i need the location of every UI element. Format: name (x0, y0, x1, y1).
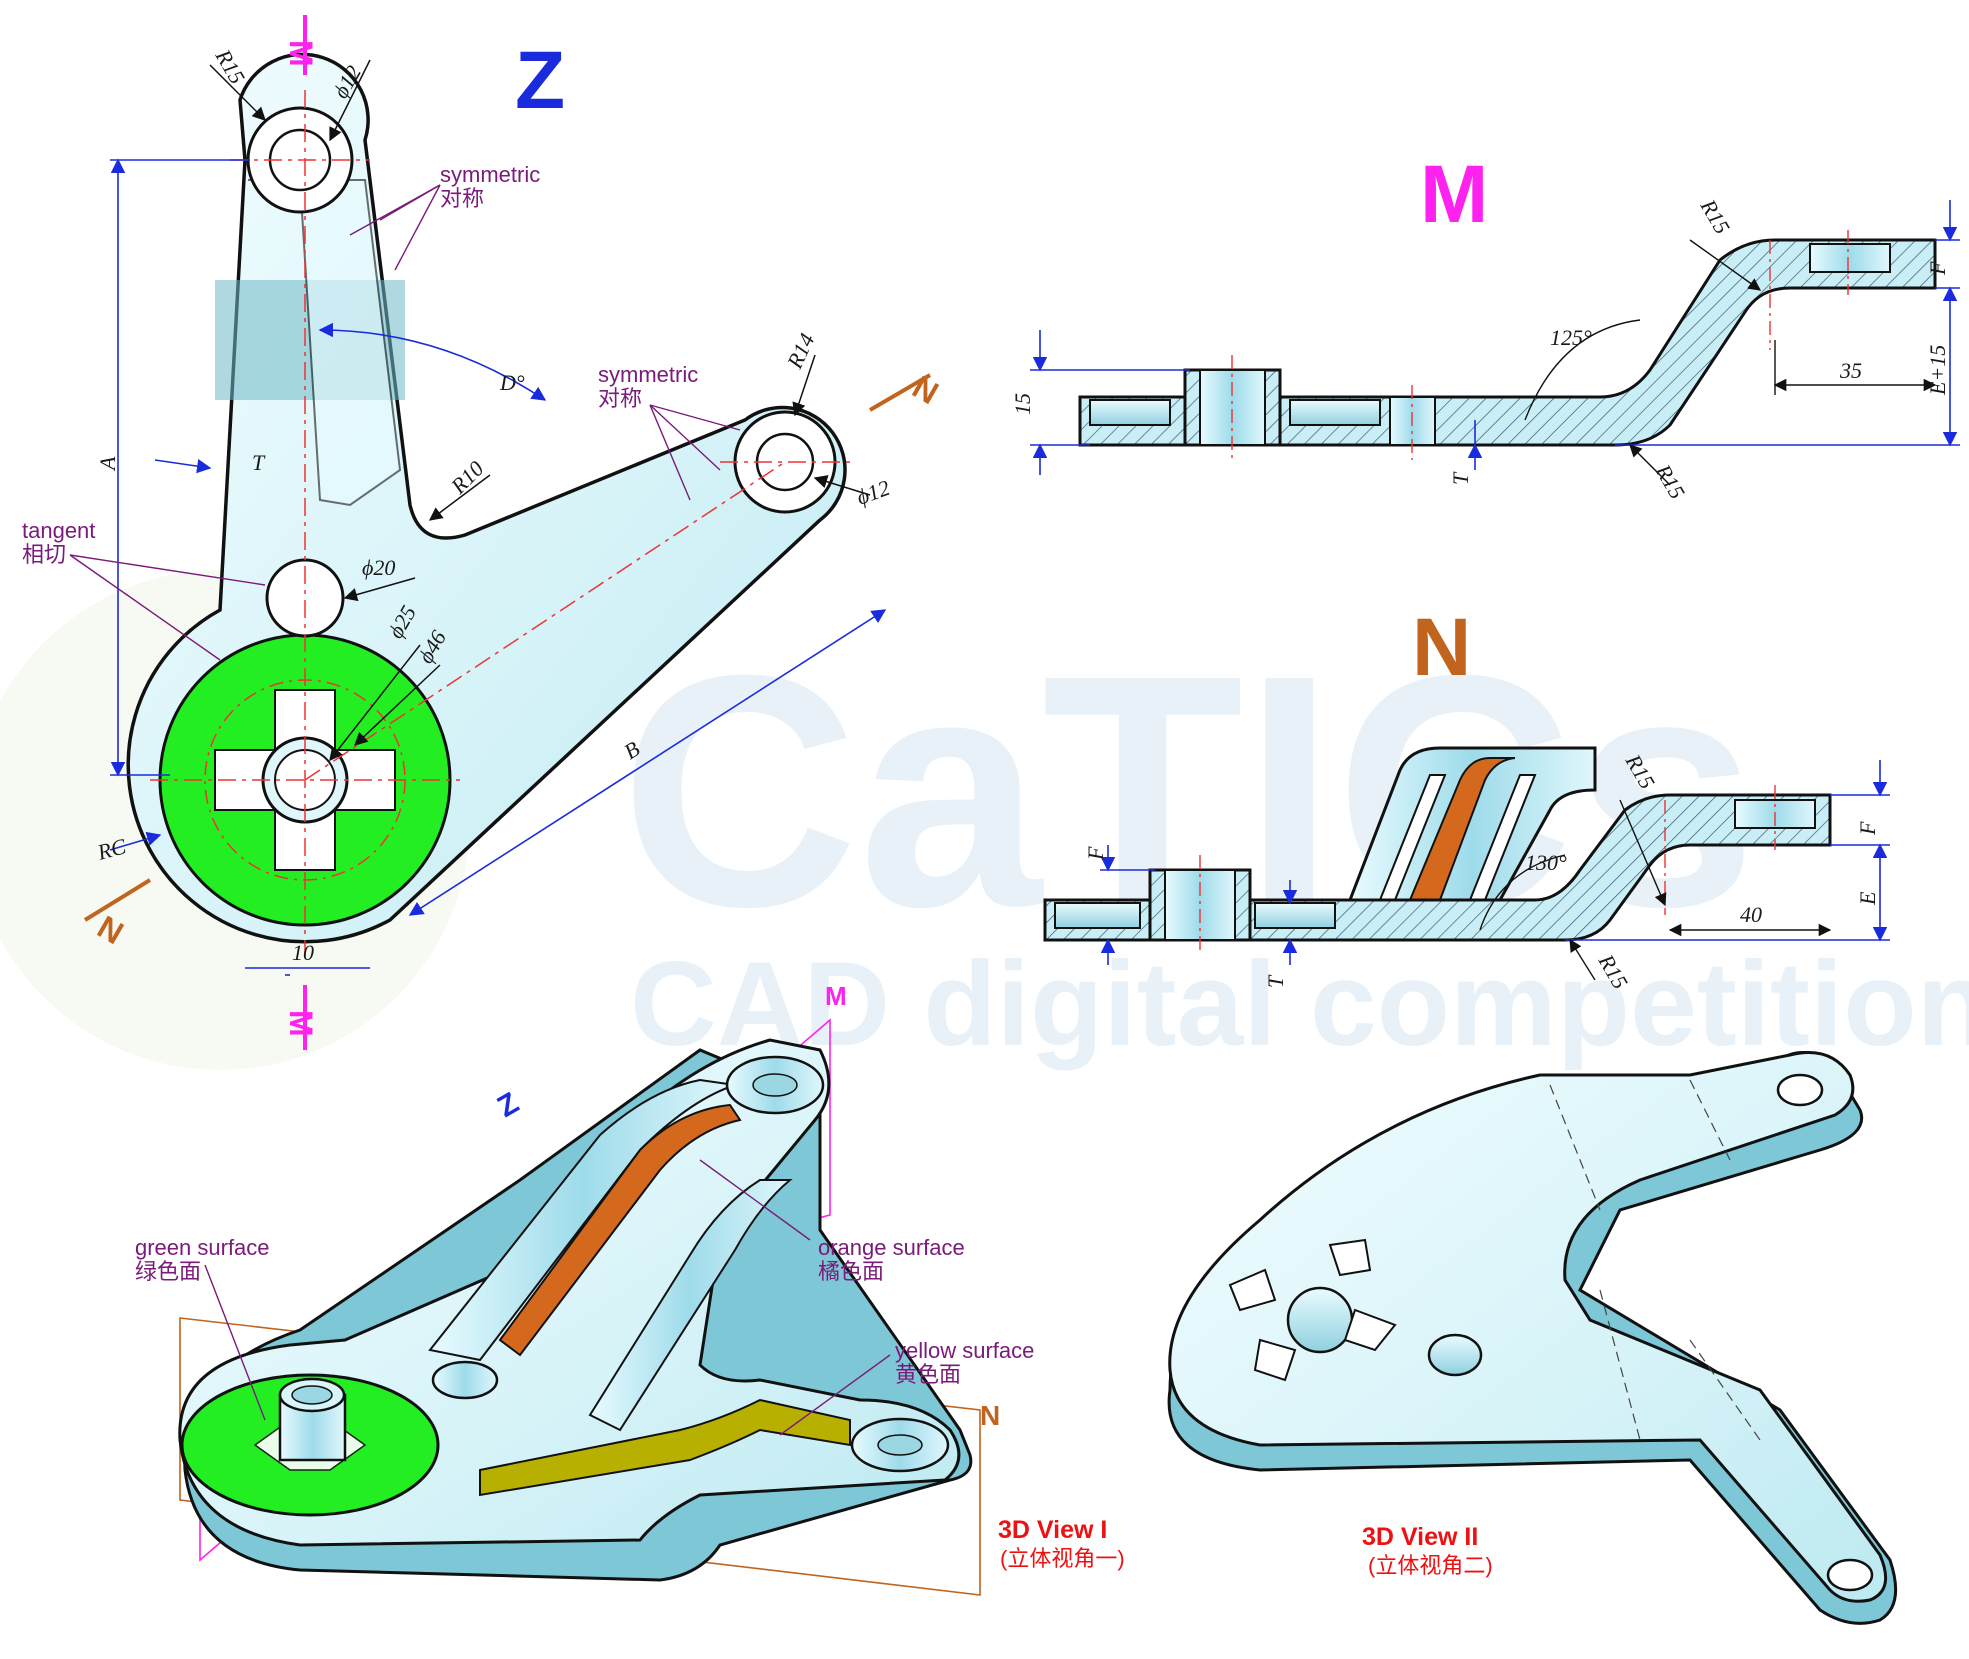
plate-3d-top (1168, 1051, 1888, 1603)
mark-m-top: M (283, 40, 319, 67)
note-yellow: yellow surface (895, 1338, 1034, 1363)
view-title-z: Z (515, 35, 565, 126)
note-tangent-cn: 相切 (22, 542, 66, 567)
caption-view-2-cn: (立体视角二) (1368, 1553, 1493, 1578)
dim-m-r15-top: R15 (1695, 194, 1735, 238)
mark-m-bottom: M (283, 1010, 319, 1037)
dim-phi20: ϕ20 (362, 555, 395, 580)
dim-m-15: 15 (1010, 393, 1035, 415)
note-tangent: tangent (22, 518, 95, 543)
dim-n-f-left: F (1083, 846, 1108, 861)
dim-t: T (252, 450, 266, 475)
caption-view-2: 3D View II (1362, 1523, 1478, 1551)
view-z-plan (69, 15, 932, 1050)
dim-phi12-right: ϕ12 (853, 475, 893, 510)
dim-n-f-right: F (1855, 821, 1880, 836)
note-yellow-cn: 黄色面 (895, 1362, 961, 1387)
note-symmetric-2: symmetric (598, 362, 698, 387)
view-3d-one: M N Z green surface 绿色面 orange surface 橘… (135, 981, 1125, 1596)
dim-m-r15-bottom: R15 (1650, 459, 1690, 503)
mark-3d-n: N (980, 1400, 1000, 1431)
note-green-cn: 绿色面 (135, 1259, 201, 1284)
m-boss-hole (1199, 369, 1266, 446)
dim-10: 10 (292, 940, 314, 965)
dim-m-f: F (1925, 261, 1950, 276)
note-symmetric-1: symmetric (440, 162, 540, 187)
section-line-n-right (868, 373, 932, 412)
mark-3d-z: Z (492, 1086, 524, 1124)
note-green: green surface (135, 1235, 270, 1260)
view-3d-two: 3D View II (立体视角二) (1167, 1051, 1898, 1625)
view-title-m: M (1420, 149, 1488, 240)
dim-d-angle: D° (499, 370, 525, 395)
dim-n-t: T (1263, 974, 1288, 988)
watermark-subtitle: CAD digital competition (630, 937, 1969, 1071)
center-hole-3d (1286, 1286, 1354, 1354)
note-symmetric-1-cn: 对称 (440, 186, 484, 211)
dim-m-35: 35 (1839, 358, 1862, 383)
dim-m-t: T (1448, 471, 1473, 485)
dim-n-40: 40 (1740, 902, 1762, 927)
caption-view-1-cn: (立体视角一) (1000, 1546, 1125, 1571)
caption-view-1: 3D View I (998, 1516, 1107, 1544)
mark-n-right: N (907, 369, 945, 412)
mark-3d-m: M (825, 981, 847, 1011)
orange-surface (498, 1103, 742, 1357)
note-orange: orange surface (818, 1235, 965, 1260)
view-m-section: M R15 F E+15 125° 35 15 T R15 (1010, 149, 1960, 503)
note-orange-cn: 橘色面 (818, 1259, 884, 1284)
dim-a: A (95, 456, 120, 472)
note-symmetric-2-cn: 对称 (598, 386, 642, 411)
yellow-surface (479, 1398, 851, 1497)
dim-r14: R14 (781, 329, 819, 373)
dim-n-e: E (1855, 891, 1880, 906)
dim-n-130: 130° (1525, 850, 1567, 875)
dim-m-125: 125° (1550, 325, 1592, 350)
dim-m-e15: E+15 (1925, 345, 1950, 396)
view-title-n: N (1412, 602, 1471, 693)
dim-r10: R10 (445, 456, 488, 499)
orange-rib (1408, 757, 1516, 901)
dim-r15: R15 (210, 44, 250, 88)
section-line-n-left (83, 878, 152, 922)
dimension-lines (109, 158, 887, 976)
